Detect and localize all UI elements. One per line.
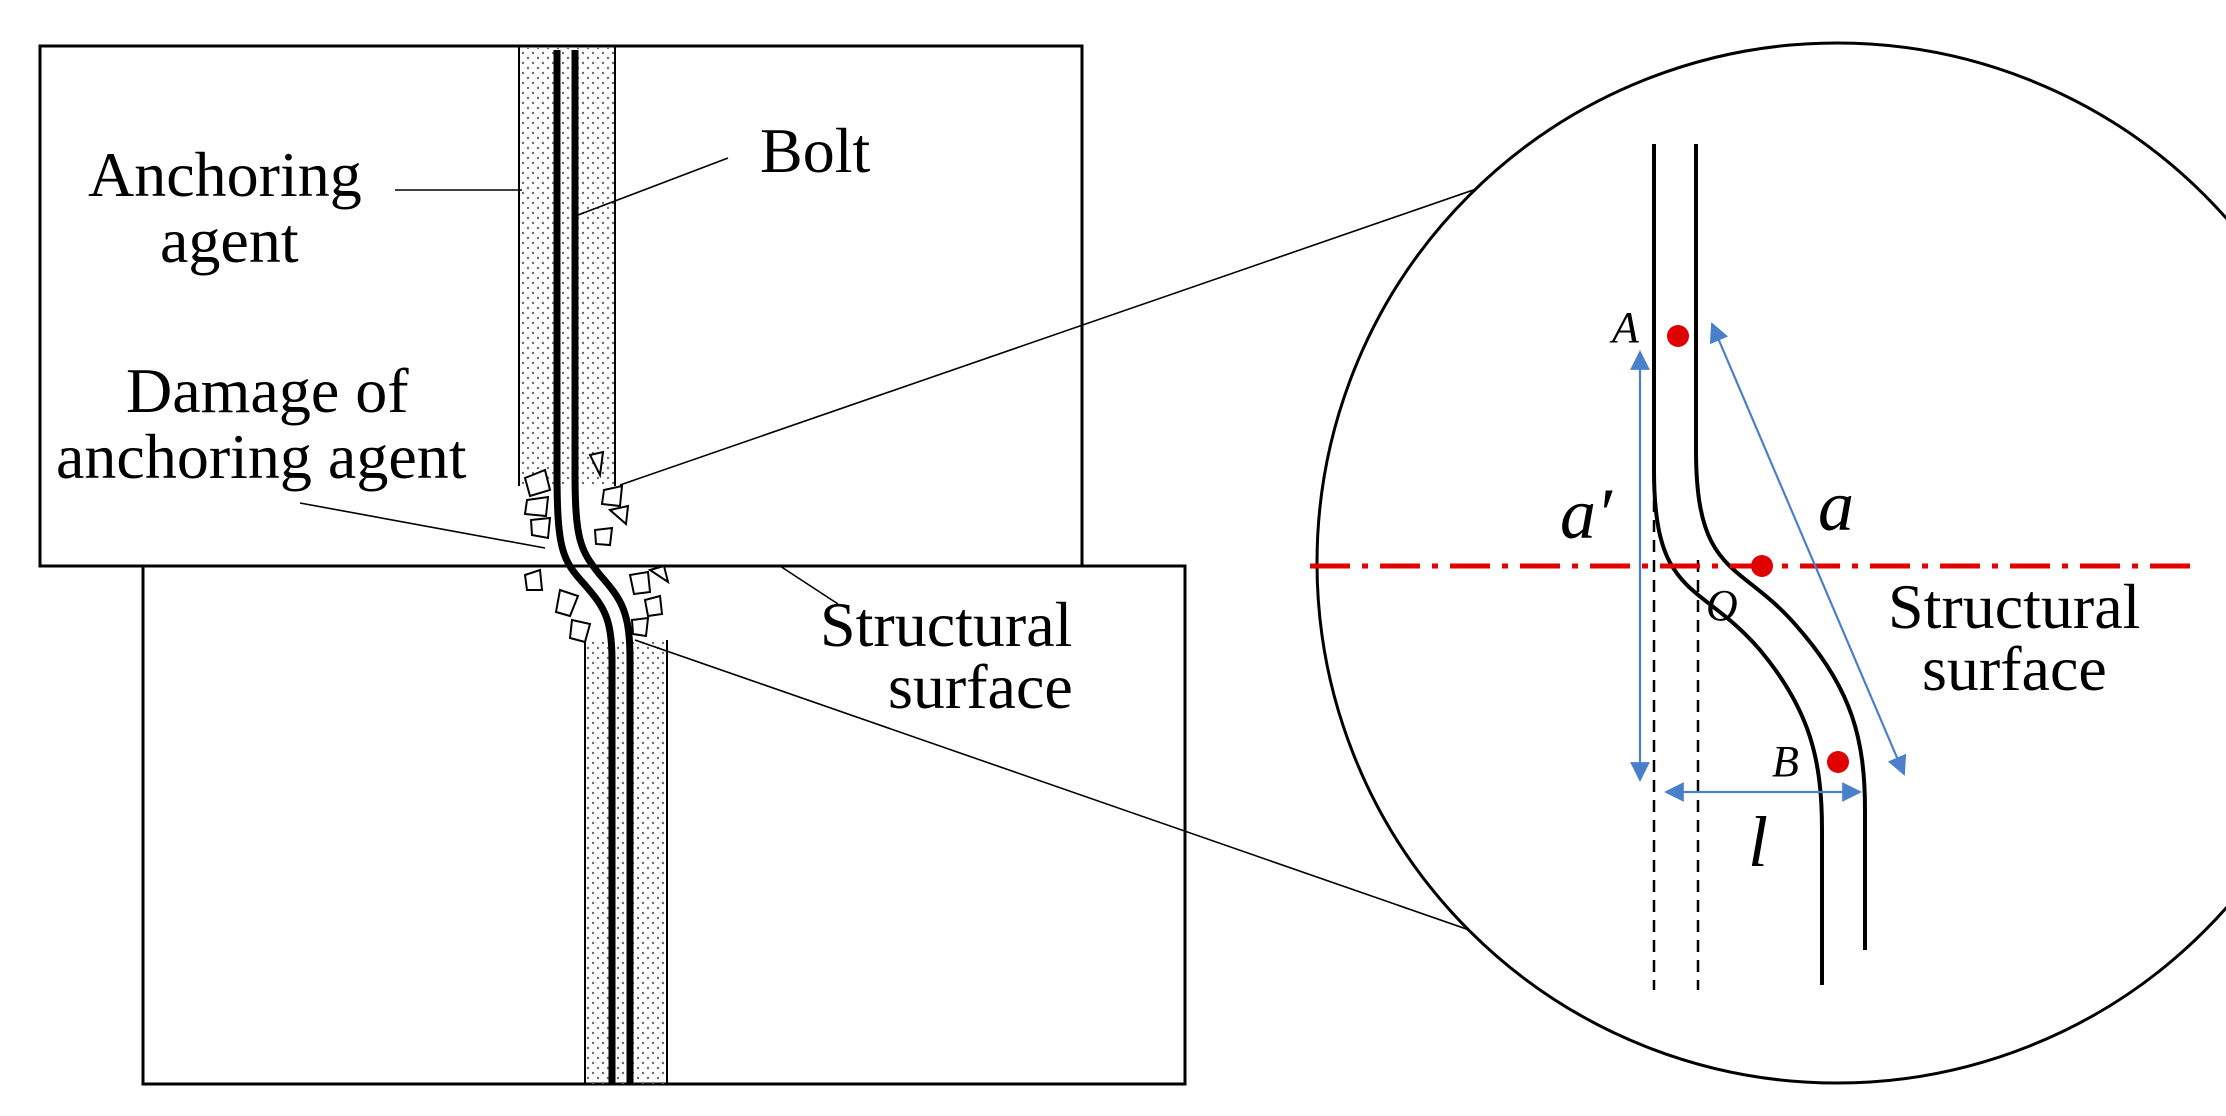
structural-surface-right-label-line1: Structural	[1888, 571, 2140, 642]
damage-fragments	[523, 450, 670, 644]
damage-label-line1: Damage of	[126, 355, 409, 426]
dim-a-arrow	[1709, 322, 1907, 776]
point-o-label: O	[1706, 581, 1738, 630]
dim-a-prime-label: a′	[1560, 474, 1613, 554]
bolt-left	[553, 50, 634, 1084]
reference-dashed-lines	[1652, 460, 1700, 990]
structural-surface-right-label-line2: surface	[1922, 633, 2107, 704]
damage-label-line2: anchoring agent	[56, 421, 467, 492]
dim-a-label: a	[1818, 466, 1854, 546]
structural-surface-left-label-line1: Structural	[820, 589, 1072, 660]
anchoring-agent-lower	[584, 640, 668, 1084]
point-o-marker	[1751, 555, 1773, 577]
dimension-arrows	[1630, 322, 1907, 802]
point-a-marker	[1667, 325, 1689, 347]
point-a-label: A	[1609, 303, 1640, 352]
anchoring-agent-label-line1: Anchoring	[88, 139, 362, 210]
point-b-label: B	[1772, 737, 1799, 786]
structural-surface-left-label-line2: surface	[888, 651, 1073, 722]
point-b-marker	[1827, 751, 1849, 773]
bolt-label: Bolt	[760, 115, 870, 186]
anchoring-agent-label-line2: agent	[160, 205, 299, 276]
leader-lines	[299, 157, 1571, 966]
anchoring-agent-upper	[518, 46, 616, 486]
dim-l-label: l	[1748, 802, 1768, 882]
